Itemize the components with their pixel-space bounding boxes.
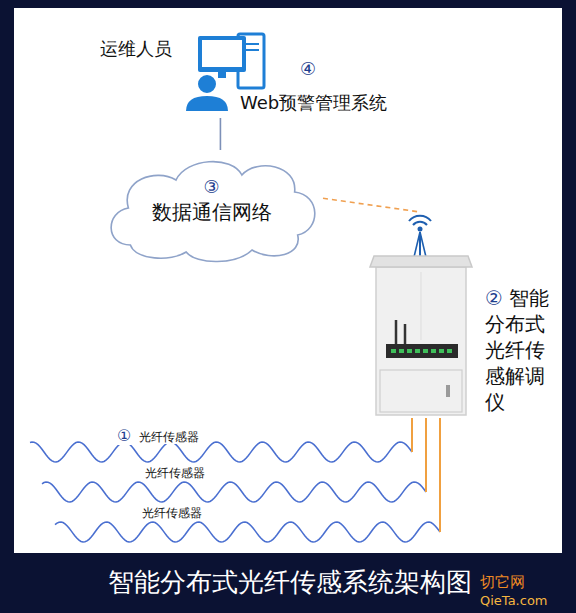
fiber-sensor: 光纤传感器 <box>55 506 440 550</box>
callout-number: ② <box>485 286 503 310</box>
connector <box>439 418 441 532</box>
network-cloud: ③数据通信网络 <box>100 150 323 265</box>
node-label: 光纤传感器 <box>140 506 204 520</box>
node-label: 数据通信网络 <box>100 200 323 225</box>
monitor <box>198 36 246 72</box>
fiber-sensor: ① 光纤传感器 <box>30 424 412 470</box>
signal-arc <box>409 216 431 221</box>
monitor-stand <box>218 72 226 78</box>
node-label: Web预警管理系统 <box>240 92 387 115</box>
demodulator-cabinet-illustration <box>370 216 472 415</box>
workstation: 运维人员 ④ Web预警管理系统 <box>100 28 410 118</box>
connector <box>411 418 413 452</box>
demodulator-cabinet: ②智能分布式光纤传感解调仪 <box>372 212 560 418</box>
person-head <box>197 74 217 94</box>
cabinet-roof <box>370 256 472 267</box>
watermark: 切它网 <box>480 573 525 592</box>
device-port <box>423 349 428 353</box>
caption: 智能分布式光纤传感系统架构图 <box>60 566 520 599</box>
node-label: 光纤传感器 <box>137 430 201 444</box>
callout-number: ③ <box>100 176 323 199</box>
callout-number: ① <box>115 426 133 445</box>
signal-arc <box>413 222 427 225</box>
callout-number: ④ <box>300 58 316 81</box>
person-body <box>186 96 228 111</box>
door-seam <box>421 272 422 340</box>
lower-door <box>380 370 462 412</box>
connector <box>323 198 420 212</box>
node-label: 光纤传感器 <box>143 466 207 480</box>
panel-background <box>14 8 562 553</box>
antenna-mast <box>414 232 426 257</box>
node-label: 运维人员 <box>100 38 172 61</box>
antenna-mast <box>419 232 421 257</box>
fiber-sensor: 光纤传感器 <box>42 466 426 512</box>
door-handle <box>446 385 450 397</box>
device-antenna <box>395 320 398 344</box>
device-port <box>407 349 412 353</box>
device-port <box>415 349 420 353</box>
device-port <box>391 349 396 353</box>
watermark: QieTa.com <box>480 593 548 609</box>
antenna-tip <box>418 227 423 232</box>
fiber-wave <box>42 482 426 502</box>
fiber-wave <box>55 522 440 542</box>
device-port <box>399 349 404 353</box>
device-port <box>447 349 452 353</box>
device-antenna <box>404 324 407 344</box>
connector <box>220 118 222 150</box>
demodulator-device <box>386 344 458 358</box>
fiber-wave <box>30 442 412 462</box>
cabinet-body <box>376 267 466 415</box>
monitor-screen <box>202 40 242 67</box>
device-port <box>439 349 444 353</box>
connector <box>425 418 427 492</box>
device-port <box>431 349 436 353</box>
